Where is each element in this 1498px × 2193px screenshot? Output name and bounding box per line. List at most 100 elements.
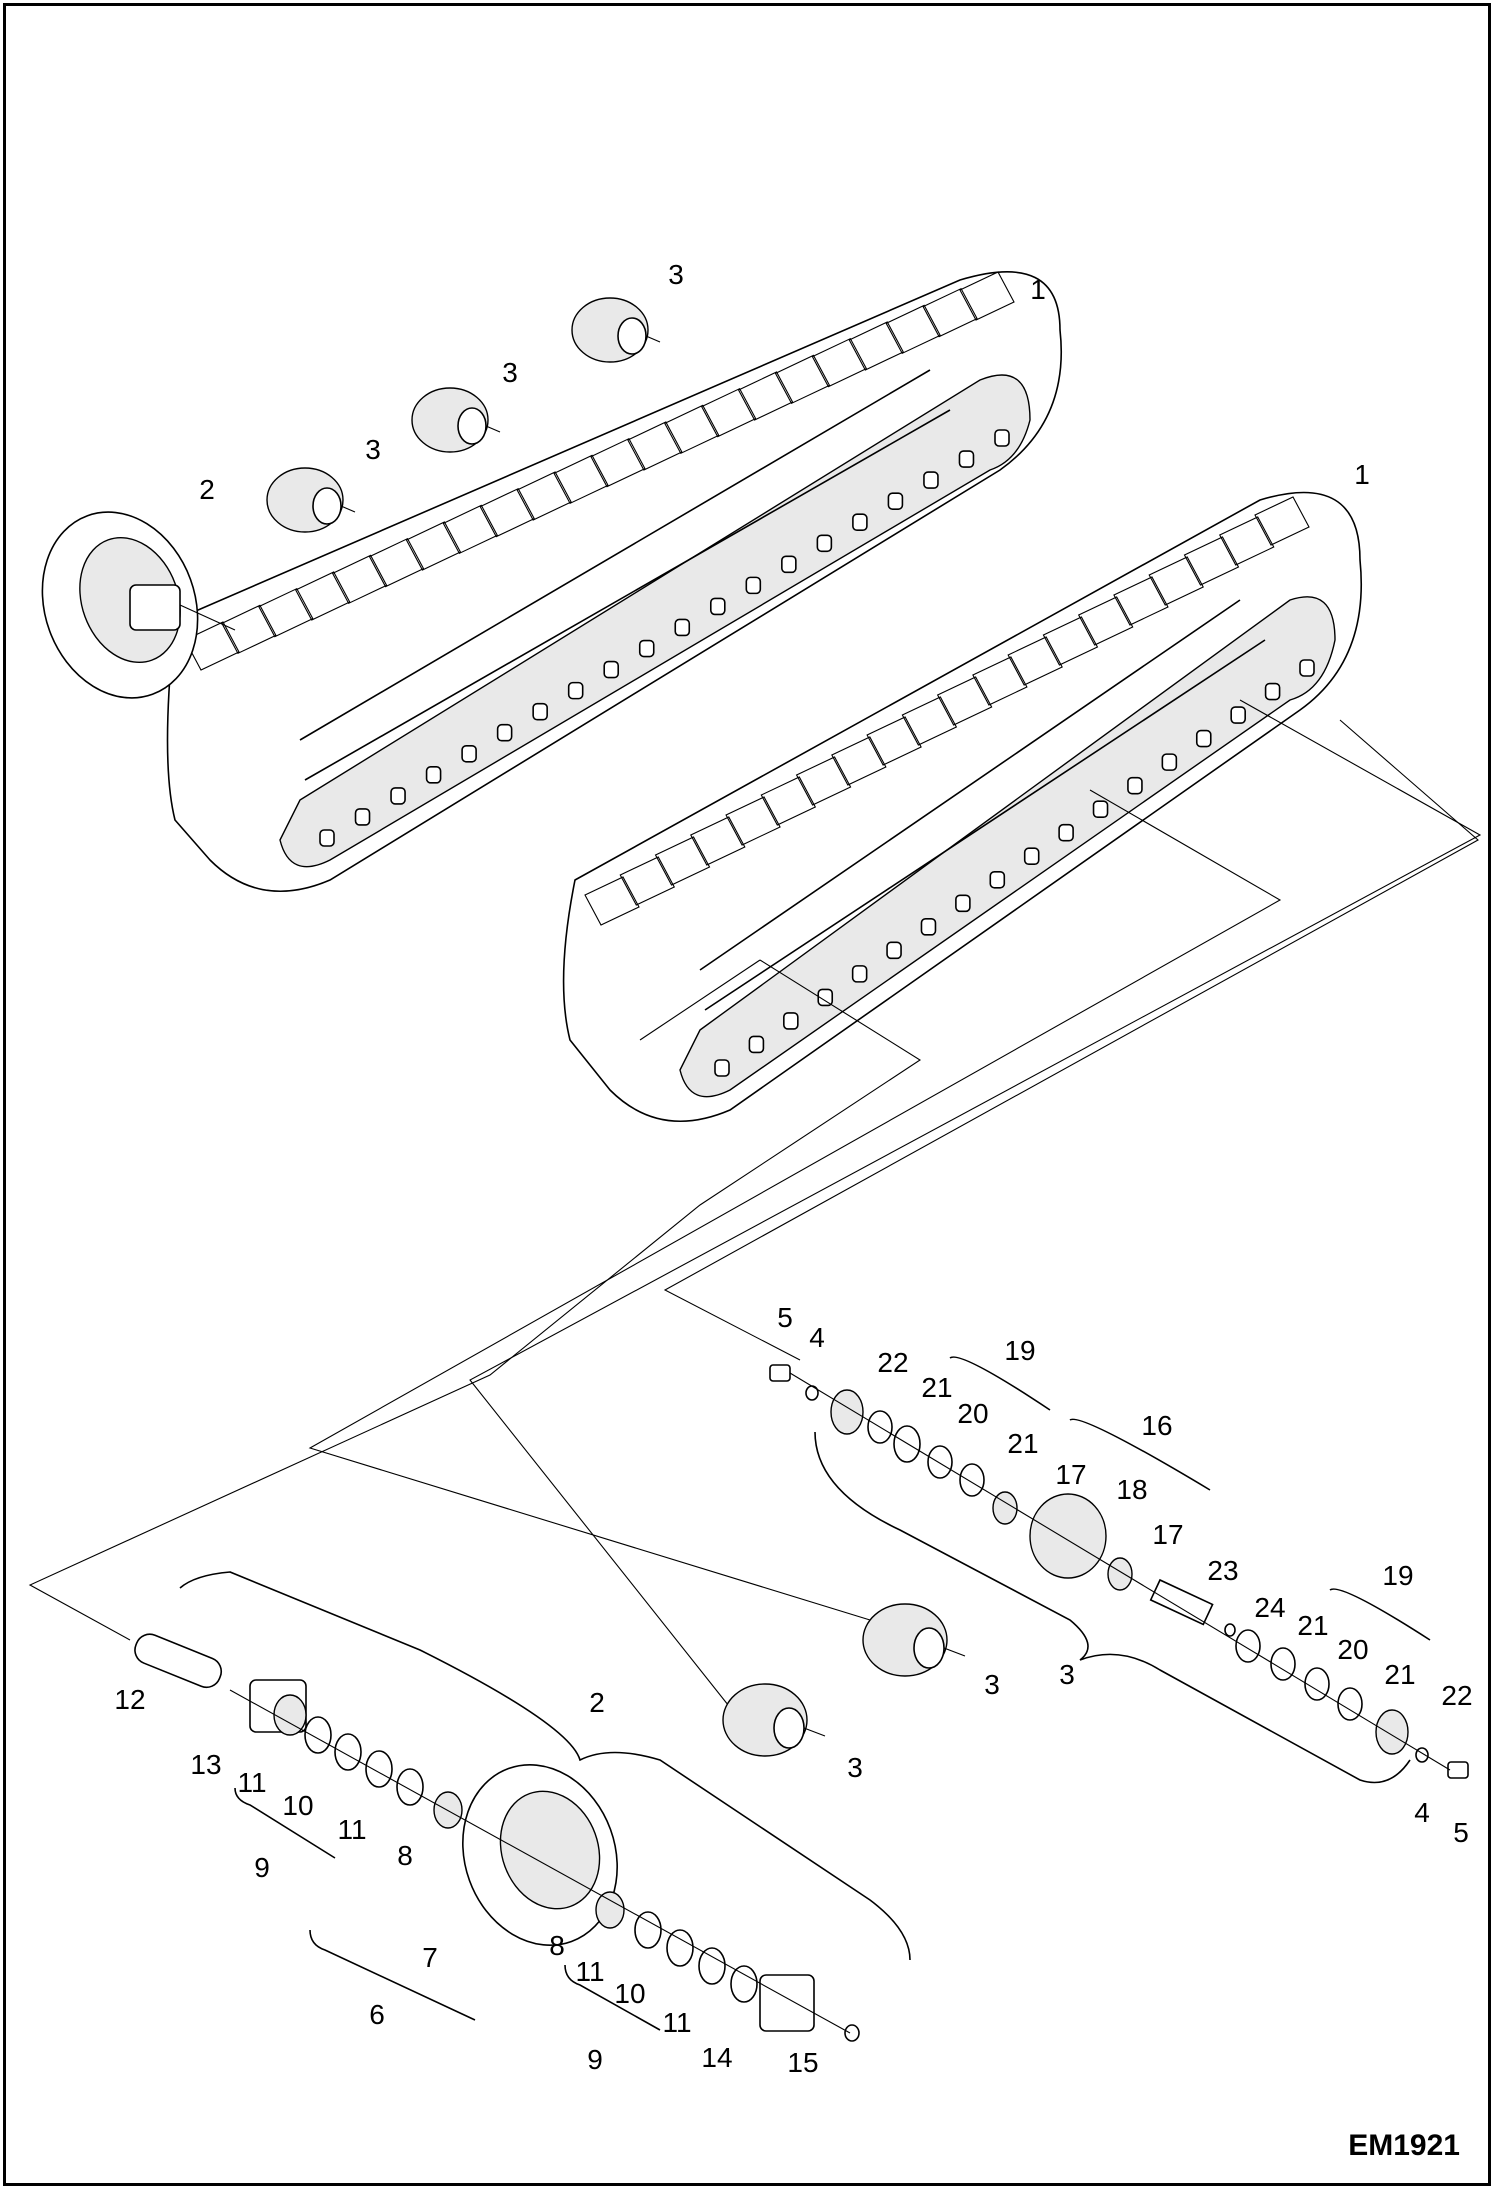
track-left-lug: [319, 829, 335, 847]
track-right-pad: [760, 776, 817, 826]
callout-idler-assembly: 2: [589, 1687, 605, 1718]
track-right-pad: [690, 816, 746, 866]
track-right-lug: [851, 965, 868, 983]
roller-top-group: [266, 297, 661, 533]
callout-bracket-14: 14: [701, 2042, 733, 2073]
track-left-pad: [664, 404, 720, 455]
callout-seal-kit-19-bot: 19: [1382, 1560, 1414, 1591]
track-right-lug: [748, 1035, 765, 1054]
callout-ring-21-c: 21: [1297, 1610, 1329, 1641]
track-right-lug: [920, 918, 937, 936]
callout-roller-top-3: 3: [365, 434, 381, 465]
track-left-lug: [532, 702, 548, 721]
connector-lines: [28, 699, 1482, 1721]
callout-roller-assembly: 3: [1059, 1659, 1075, 1690]
track-right-lug: [1264, 682, 1281, 701]
track-right-pad: [619, 856, 676, 906]
callout-bolt-top: 5: [777, 1302, 793, 1333]
track-left-lug: [781, 555, 797, 574]
callout-bushing-17-b: 17: [1152, 1519, 1184, 1550]
callout-track-left: 1: [1030, 274, 1046, 305]
track-left-pad: [774, 354, 831, 405]
track-left-pad: [479, 487, 535, 538]
track-left-lug: [567, 681, 584, 700]
track-left-lug: [958, 450, 975, 468]
callout-roller-body-18: 18: [1116, 1474, 1148, 1505]
callout-roller-top-1: 3: [668, 259, 684, 290]
track-right-lug: [714, 1059, 730, 1077]
track-left-pad: [700, 387, 757, 438]
track-left-lug: [709, 597, 726, 616]
track-right-pad: [654, 836, 711, 886]
callout-roller-exp-1: 3: [984, 1669, 1000, 1700]
callout-washer-top: 4: [809, 1322, 825, 1353]
track-left-lug: [638, 639, 655, 658]
callout-bushing-17-a: 17: [1055, 1459, 1087, 1490]
track-left-lug: [461, 744, 477, 763]
track-right-pad: [831, 736, 887, 786]
callout-bolt-bot: 5: [1453, 1817, 1469, 1848]
callout-washer-bot: 4: [1414, 1797, 1430, 1828]
callout-seal-kit-9-b: 9: [587, 2044, 603, 2075]
track-right-lug: [989, 870, 1006, 889]
callout-ring-21-d: 21: [1384, 1659, 1416, 1690]
callout-ring-11-a: 11: [237, 1767, 267, 1798]
callout-ring-20-top: 20: [957, 1398, 989, 1429]
callout-ring-11-c: 11: [575, 1956, 605, 1987]
callout-shaft-12: 12: [114, 1684, 146, 1715]
callout-bushing-kit-6: 6: [369, 1999, 385, 2030]
track-left-lug: [994, 429, 1010, 447]
track-left-pad: [848, 321, 905, 371]
track-right-lug: [1023, 847, 1040, 866]
track-right-lug: [1058, 823, 1074, 842]
track-right-pad: [1007, 636, 1063, 686]
callout-ring-10-a: 10: [282, 1790, 314, 1821]
track-left-pad: [294, 571, 351, 621]
track-left-pad: [922, 287, 978, 338]
track-right-pad: [901, 696, 958, 746]
callout-oring-24: 24: [1254, 1592, 1286, 1623]
callout-shaft-23: 23: [1207, 1555, 1239, 1586]
track-right-lug: [783, 1012, 799, 1030]
track-right-pad: [866, 716, 922, 766]
track-right-pad: [1218, 516, 1275, 566]
track-right-pad: [1148, 556, 1204, 606]
callout-idler-wheel-7: 7: [422, 1942, 438, 1973]
track-right-pad: [1042, 616, 1099, 666]
callout-ring-20-bot: 20: [1337, 1634, 1369, 1665]
track-right-pad: [725, 796, 781, 846]
track-left-pad: [959, 271, 1015, 321]
callout-ring-10-b: 10: [614, 1978, 646, 2009]
track-right-lug: [1299, 659, 1315, 677]
callout-track-right: 1: [1354, 459, 1370, 490]
track-right-pad: [972, 656, 1028, 706]
track-left-lug: [887, 492, 904, 510]
track-right-pad: [1077, 596, 1134, 646]
callout-ring-21-a: 21: [921, 1372, 953, 1403]
callout-ring-11-d: 11: [662, 2007, 692, 2038]
roller-assembly-exploded: [769, 1356, 1469, 1784]
track-right-lug: [1092, 800, 1109, 818]
track-right-lug: [1230, 706, 1246, 724]
track-left-pad: [221, 604, 277, 655]
callout-roller-top-2: 3: [502, 357, 518, 388]
track-left-pad: [405, 521, 462, 571]
callout-roller-exp-2: 3: [847, 1752, 863, 1783]
callout-seal-kit-9-a: 9: [254, 1852, 270, 1883]
track-right-pad: [936, 676, 993, 726]
track-left-pad: [331, 554, 388, 605]
track-right-lug: [817, 988, 834, 1007]
track-right-lug: [955, 894, 971, 913]
track-left-lug: [745, 576, 762, 595]
track-left-lug: [603, 660, 620, 679]
track-right-pad: [1183, 536, 1240, 586]
track-right-lug: [1195, 729, 1212, 748]
track-left-lug: [674, 618, 691, 637]
track-left-lug: [390, 787, 406, 805]
track-left-pad: [627, 421, 683, 471]
callout-seal-kit-19-top: 19: [1004, 1335, 1036, 1366]
track-left-pad: [885, 304, 941, 355]
figure-code: EM1921: [1348, 2129, 1460, 2162]
callout-plug-15: 15: [787, 2047, 819, 2078]
track-right-lug: [886, 941, 902, 960]
